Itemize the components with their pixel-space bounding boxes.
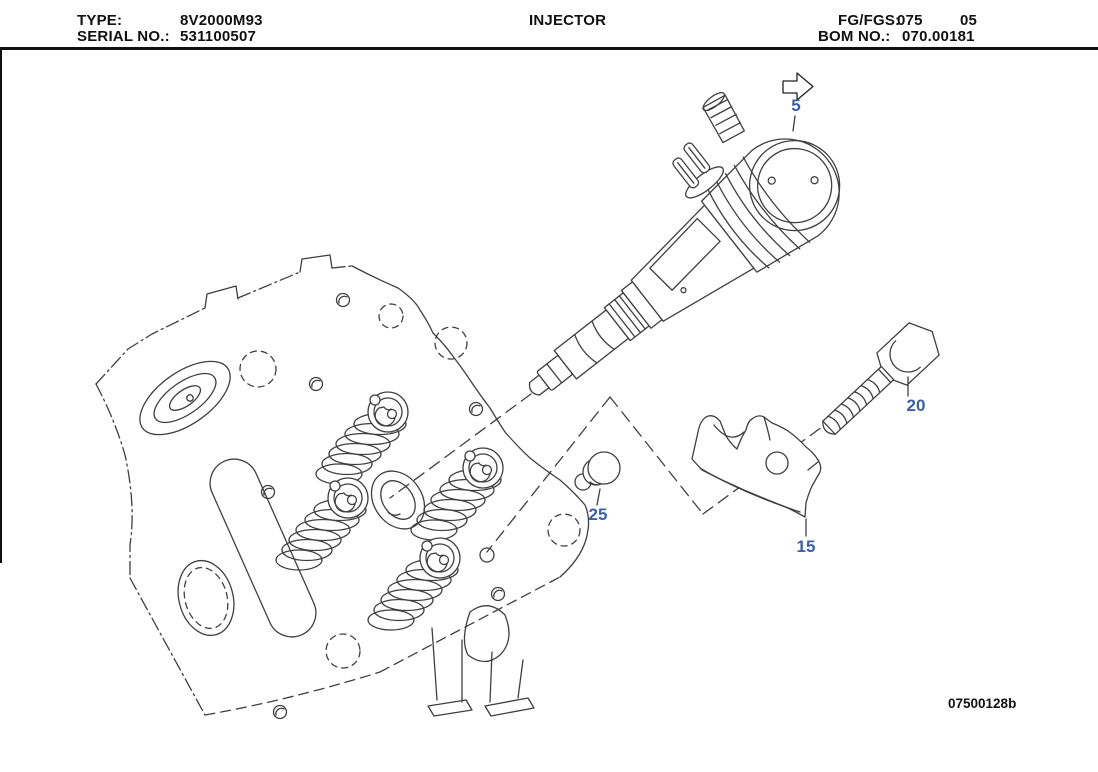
cylinder-head [95,254,590,720]
fg-value: 075 [897,12,923,29]
fg-label: FG/FGS: [838,12,901,29]
serial-value: 531100507 [180,28,257,45]
fg-value-2: 05 [960,12,978,29]
injector-part [528,92,841,396]
threaded-stub [702,92,745,144]
bom-label: BOM NO.: [818,28,891,45]
page-left-border [0,47,2,563]
callout-leaders [596,115,909,537]
hex-bolt-part [822,322,940,435]
serial-label: SERIAL NO.: [77,28,170,45]
callout-15[interactable]: 15 [796,537,816,556]
type-value: 8V2000M93 [180,12,263,29]
bom-value: 070.00181 [902,28,975,45]
injector-bore [370,470,426,530]
direction-arrow-icon[interactable] [782,72,814,101]
type-label: TYPE: [77,12,123,29]
connector-pins [672,142,724,199]
page-title: INJECTOR [529,12,607,29]
figure-code: 07500128b [948,696,1017,711]
plug-part [574,451,621,491]
callout-5[interactable]: 5 [791,96,801,115]
callout-20[interactable]: 20 [906,396,926,415]
callout-25[interactable]: 25 [588,505,608,524]
header-divider [0,47,1098,50]
clamp-part [691,415,822,518]
